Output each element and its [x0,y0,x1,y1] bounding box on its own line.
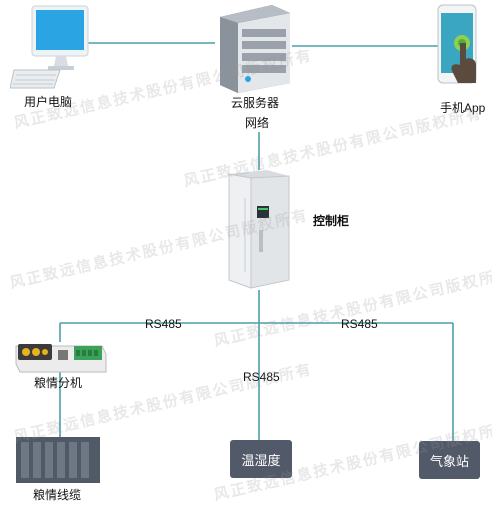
temp-humidity-box: 温湿度 [230,440,292,478]
computer-icon [10,5,89,89]
rs485-left-label: RS485 [145,317,182,331]
control-cabinet-icon [228,170,290,289]
server-icon [220,5,290,93]
weather-station-label: 气象站 [429,453,469,469]
cloud-server-label: 云服务器 [231,96,280,110]
mobile-app-label: 手机App [440,101,486,115]
grain-unit-label: 粮情分机 [34,376,83,390]
network-label: 网络 [245,116,270,130]
control-cabinet-label: 控制柜 [313,214,350,228]
rs485-middle-label: RS485 [243,370,280,384]
temp-humidity-label: 温湿度 [241,452,281,468]
smartphone-icon [437,4,477,84]
grain-cable-icon [16,437,100,483]
weather-station-box: 气象站 [419,441,480,479]
grain-collector-icon [15,344,107,373]
grain-cable-label: 粮情线缆 [33,488,82,502]
rs485-right-label: RS485 [341,317,378,331]
user-pc-label: 用户电脑 [24,95,73,109]
